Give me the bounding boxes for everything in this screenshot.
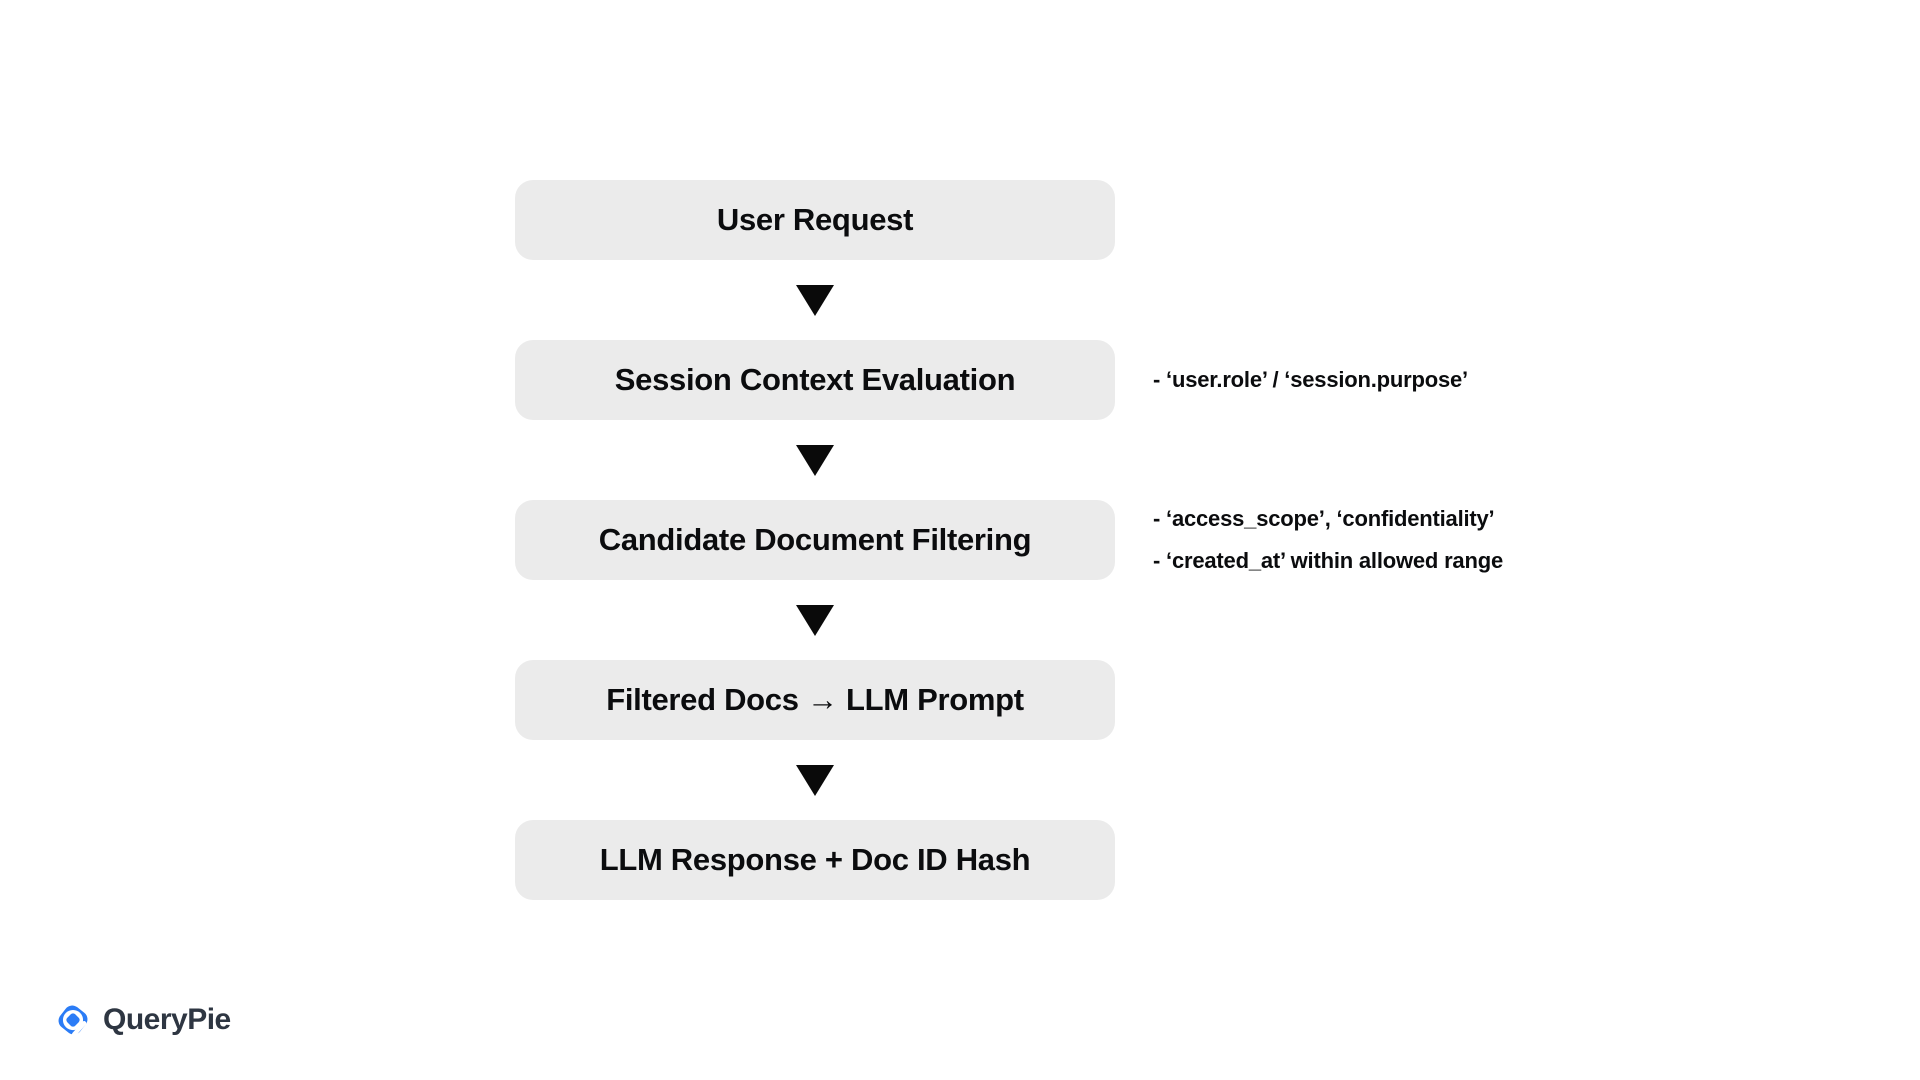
flowchart: User Request Session Context Evaluation … (515, 180, 1503, 900)
flow-step-label: User Request (716, 202, 914, 237)
querypie-logo: QueryPie (52, 999, 231, 1041)
flow-step-label: LLM Response + Doc ID Hash (599, 842, 1031, 877)
flow-step-box: LLM Response + Doc ID Hash (515, 820, 1115, 900)
flow-step-annotations: - ‘access_scope’, ‘confidentiality’ - ‘cr… (1153, 498, 1503, 582)
flow-arrow-row (515, 580, 1115, 660)
flow-arrow-row (515, 260, 1115, 340)
flow-step: Session Context Evaluation - ‘user.role’… (515, 340, 1468, 420)
flow-step-label: Candidate Document Filtering (598, 522, 1032, 557)
flow-arrow-row (515, 420, 1115, 500)
flow-arrow-row (515, 740, 1115, 820)
querypie-logo-icon (58, 1005, 88, 1037)
flow-step-annotations: - ‘user.role’ / ‘session.purpose’ (1153, 359, 1468, 401)
querypie-logo-text: QueryPie (103, 1003, 231, 1036)
flow-step-box: Filtered Docs → LLM Prompt (515, 660, 1115, 740)
flow-step-box: User Request (515, 180, 1115, 260)
flow-step: LLM Response + Doc ID Hash (515, 820, 1115, 900)
flow-step-label: Session Context Evaluation (614, 362, 1016, 397)
flow-step-box: Session Context Evaluation (515, 340, 1115, 420)
flow-step-annotation: - ‘access_scope’, ‘confidentiality’ (1153, 506, 1495, 531)
triangle-down-icon (796, 284, 834, 316)
flow-step: Candidate Document Filtering - ‘access_s… (515, 500, 1503, 580)
flow-step: Filtered Docs → LLM Prompt (515, 660, 1115, 740)
triangle-down-icon (796, 444, 834, 476)
flow-step-annotation: - ‘user.role’ / ‘session.purpose’ (1153, 367, 1468, 392)
triangle-down-icon (796, 764, 834, 796)
flow-step-label: Filtered Docs → LLM Prompt (606, 682, 1024, 717)
flow-step-box: Candidate Document Filtering (515, 500, 1115, 580)
flow-step-annotation: - ‘created_at’ within allowed range (1153, 548, 1503, 573)
flow-step: User Request (515, 180, 1115, 260)
triangle-down-icon (796, 604, 834, 636)
